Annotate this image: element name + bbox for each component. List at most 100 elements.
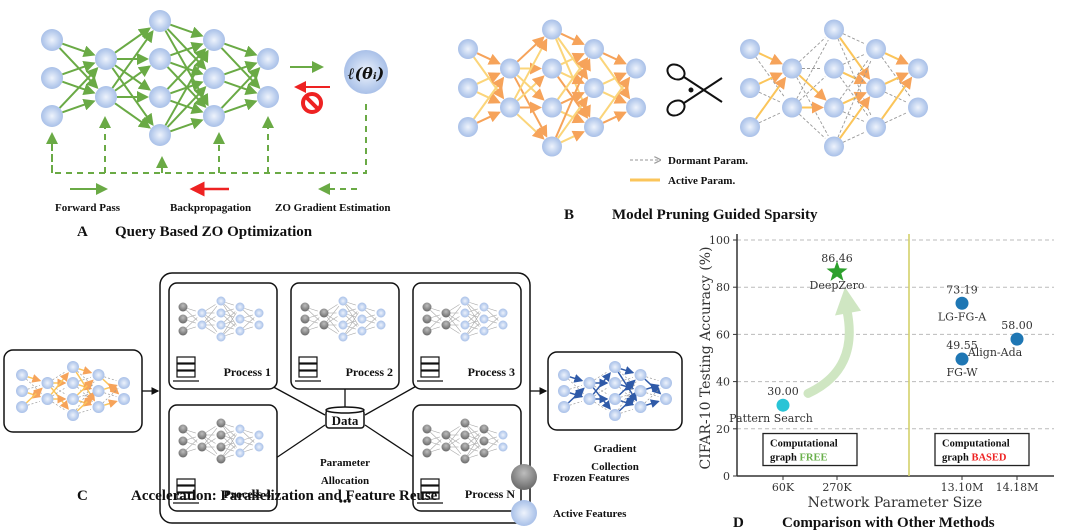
neuron	[866, 39, 886, 59]
neuron	[197, 320, 207, 330]
edge	[225, 424, 234, 428]
neuron	[67, 393, 79, 405]
data-name-label: Align-Ada	[967, 346, 1023, 359]
neuron	[235, 448, 245, 458]
edge	[205, 426, 216, 433]
edge	[205, 315, 216, 322]
edge	[468, 437, 480, 449]
edge	[839, 58, 870, 100]
active-feature-swatch	[511, 500, 537, 526]
edge	[102, 388, 119, 404]
edge	[449, 426, 460, 433]
edge	[488, 430, 497, 434]
edge	[244, 448, 253, 452]
network-forward	[41, 10, 279, 146]
edge	[488, 326, 497, 330]
neuron	[866, 78, 886, 98]
edge	[347, 314, 356, 318]
neuron	[203, 105, 225, 127]
neuron	[197, 308, 207, 318]
edge	[796, 39, 829, 99]
neuron	[257, 86, 279, 108]
neuron	[149, 48, 171, 70]
neuron	[216, 332, 226, 342]
edge	[347, 320, 356, 324]
panel-b: Dormant Param. Active Param. B Model Pru…	[458, 19, 928, 223]
process-box: Process 1	[168, 282, 278, 390]
process-network	[422, 296, 508, 342]
neuron	[41, 377, 54, 389]
neuron	[634, 401, 647, 413]
neuron	[460, 454, 470, 464]
zo-feedback-lines	[46, 104, 367, 174]
neuron	[16, 385, 28, 397]
server-rack	[176, 485, 196, 493]
neuron	[626, 97, 646, 118]
edge	[345, 304, 359, 326]
edge	[62, 60, 96, 76]
neuron	[67, 377, 79, 389]
edge	[62, 42, 96, 58]
legend-active-label: Active Param.	[668, 175, 735, 187]
edge	[431, 326, 440, 330]
edge	[327, 316, 338, 323]
x-tick-label: 60K	[772, 481, 795, 494]
server-icon	[417, 356, 443, 382]
neuron	[216, 320, 226, 330]
data-value-label: 49.55	[946, 339, 978, 352]
edge	[469, 448, 478, 452]
edge	[104, 383, 118, 392]
edge	[467, 304, 481, 326]
edge	[569, 374, 584, 383]
neuron	[460, 430, 470, 440]
edge	[346, 323, 358, 335]
edge	[225, 302, 234, 306]
neuron	[422, 448, 432, 458]
edge	[842, 33, 866, 45]
edge	[620, 366, 635, 375]
neuron	[479, 448, 489, 458]
data-value-label: 73.19	[946, 283, 978, 296]
server-rack	[176, 363, 196, 371]
server-rack	[298, 370, 318, 378]
edge	[58, 66, 99, 109]
neuron	[422, 302, 432, 312]
edge	[365, 317, 377, 329]
ellipsis: •••	[339, 494, 352, 508]
process-box: Process 2	[290, 282, 400, 390]
edge	[25, 387, 43, 404]
edge	[224, 433, 236, 445]
edge	[618, 379, 636, 396]
edge	[469, 442, 478, 446]
neuron	[118, 393, 130, 405]
edge	[204, 305, 218, 322]
data-value-label: 86.46	[821, 252, 853, 265]
edge	[78, 366, 93, 375]
server-rack	[420, 485, 440, 493]
neuron	[254, 430, 264, 440]
neuron	[357, 326, 367, 336]
neuron	[376, 320, 386, 330]
edge	[468, 433, 480, 445]
edge	[114, 65, 152, 92]
network-dense	[458, 19, 646, 157]
neuron	[660, 377, 672, 389]
neuron	[41, 105, 63, 127]
neuron	[460, 332, 470, 342]
data-name-label: Pattern Search	[729, 412, 813, 425]
edge	[594, 401, 609, 412]
neuron	[178, 424, 188, 434]
edge	[243, 439, 255, 451]
annotation-highlight: FREE	[799, 453, 827, 464]
legend-forward-label: Forward Pass	[55, 202, 121, 214]
neuron	[458, 117, 478, 137]
neuron	[441, 320, 451, 330]
neuron	[460, 296, 470, 306]
edge	[842, 71, 867, 85]
neuron	[197, 430, 207, 440]
neuron	[460, 308, 470, 318]
panel-c-title: Acceleration: Parallelization and Featur…	[131, 488, 438, 504]
neuron	[609, 361, 621, 373]
